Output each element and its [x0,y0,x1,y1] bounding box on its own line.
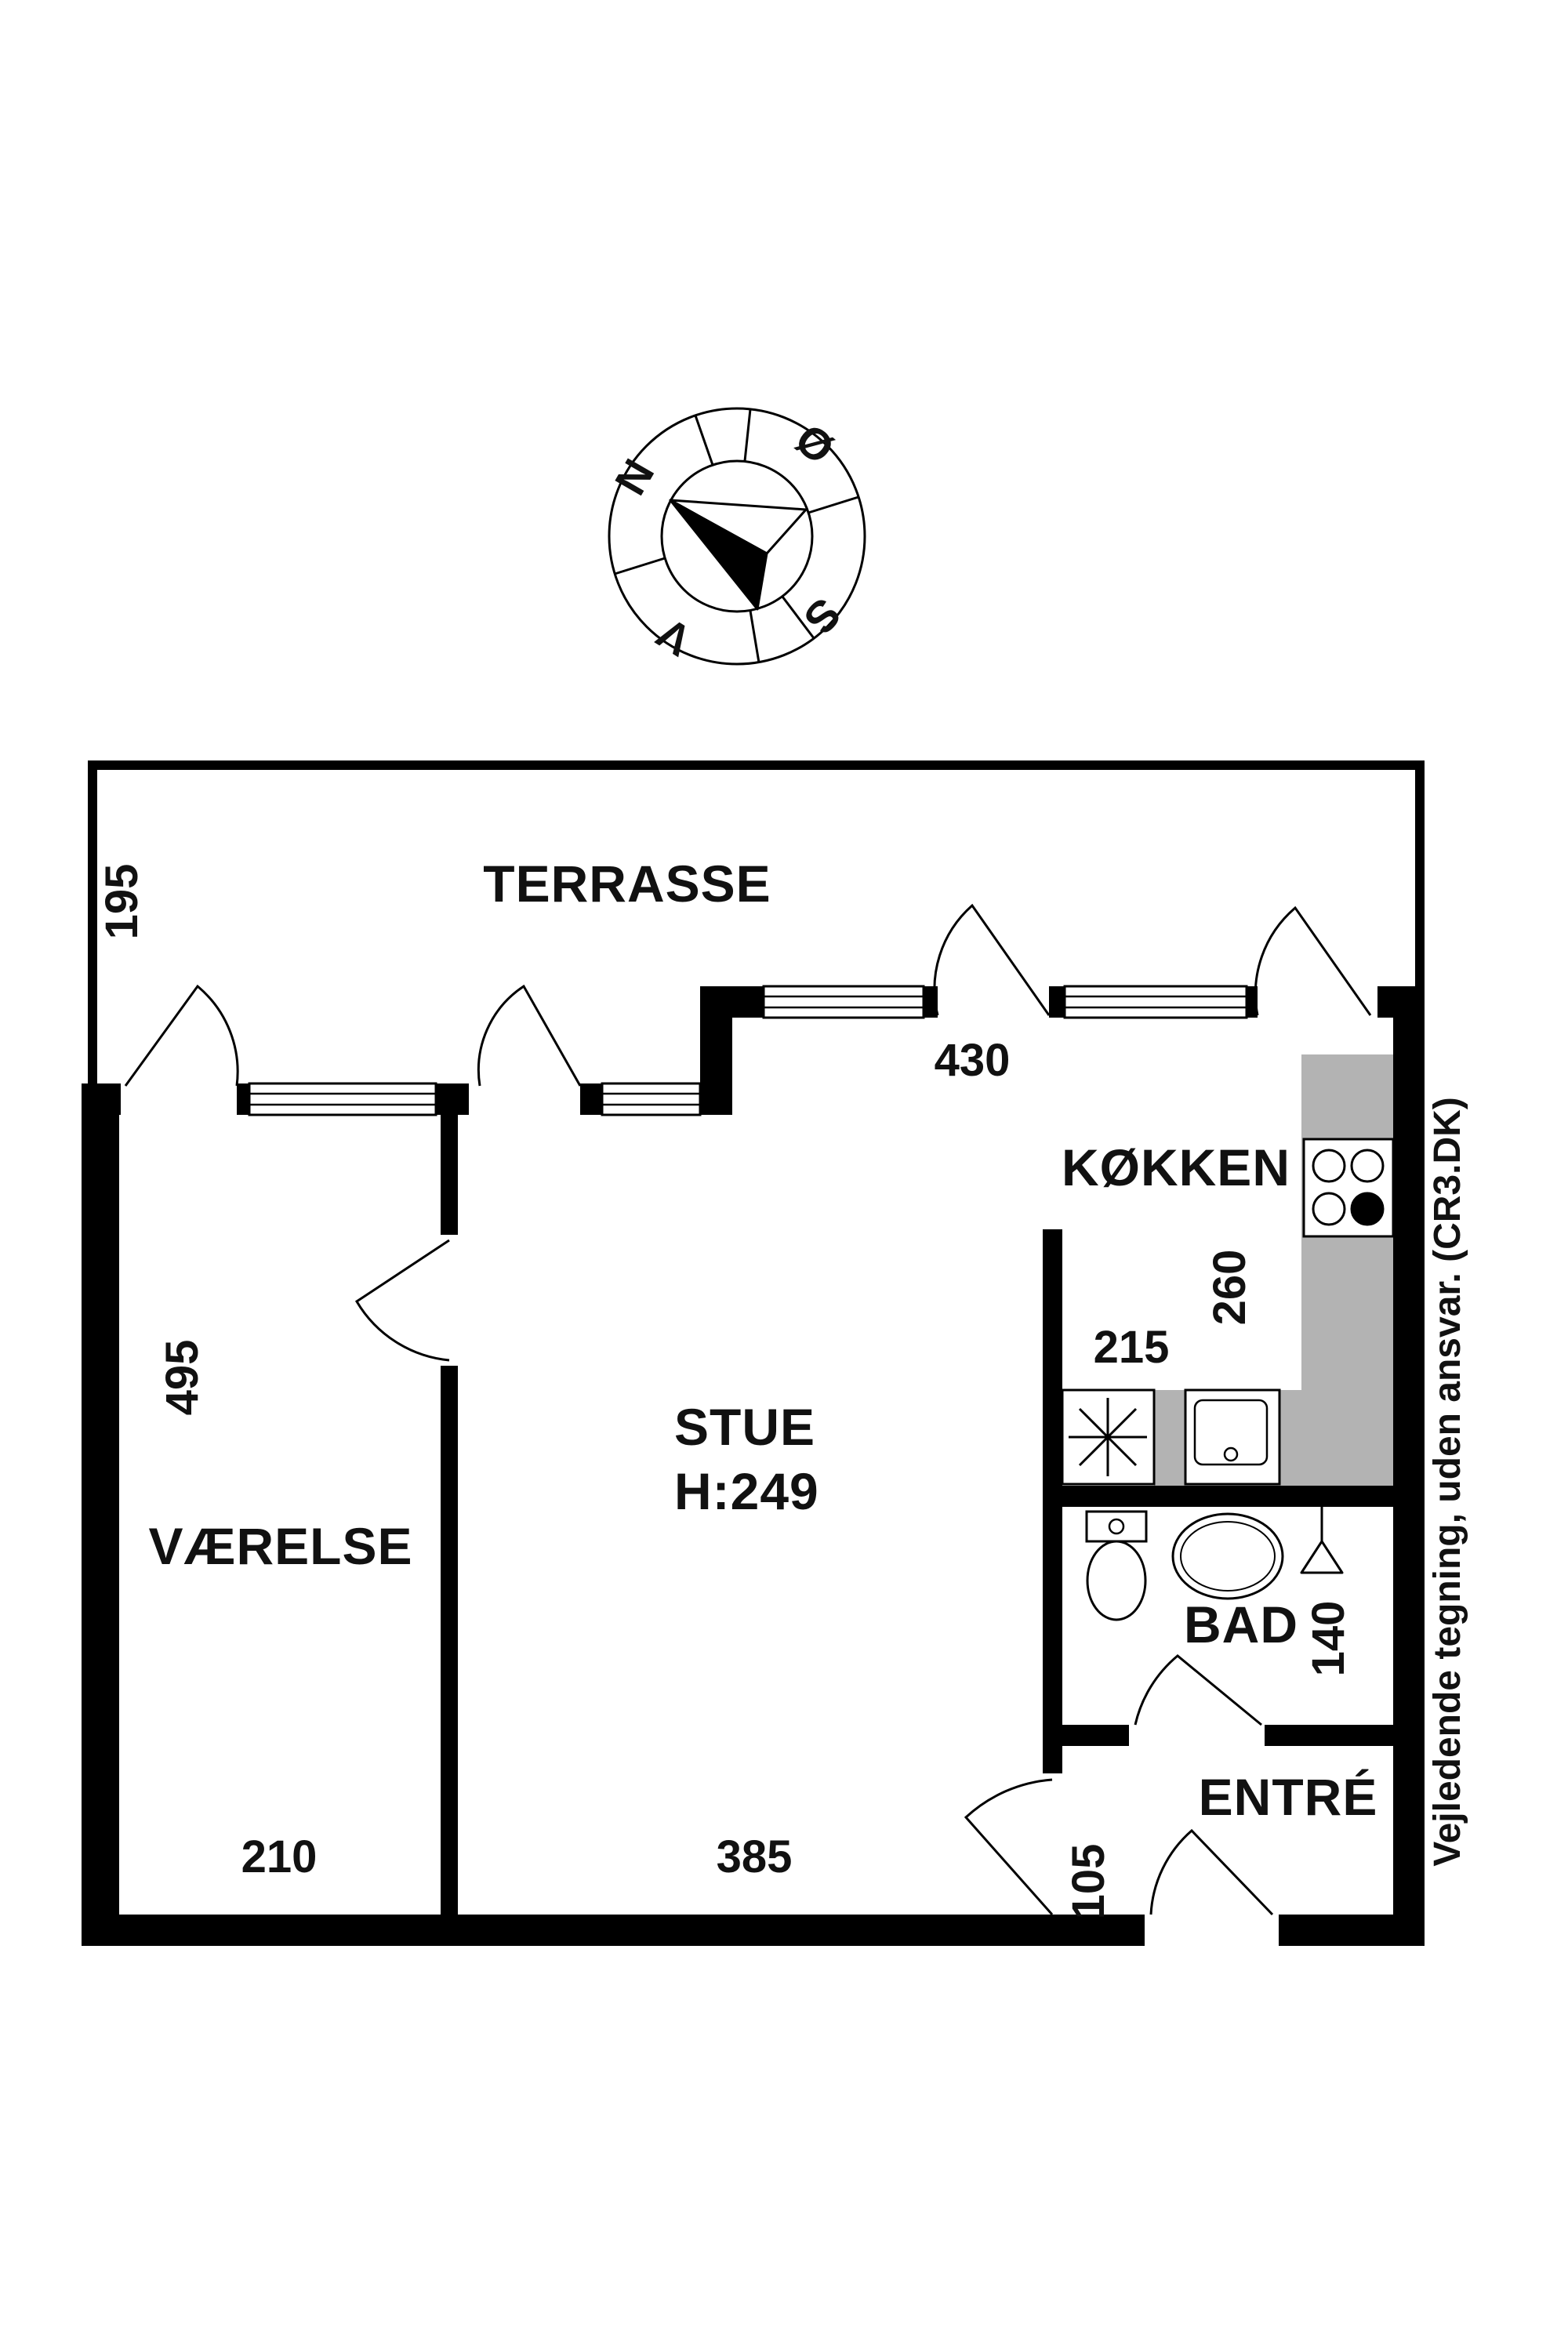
window-koekken-north [1063,985,1248,1019]
terrace-rail-top [88,760,1425,770]
entre-label: ENTRÉ [1199,1768,1378,1826]
door-terrace-stue-north [933,903,1051,1016]
window-vaerelse [248,1082,437,1116]
koekken-depth-dim: 260 [1204,1250,1255,1326]
partition-stue-koekken-bad [964,1229,1062,1915]
partition-bad-entre [1043,1654,1393,1746]
stue-label: STUE [674,1398,815,1456]
bad-label: BAD [1184,1595,1298,1653]
toilet-icon [1085,1510,1148,1621]
wall-outer-left [82,1083,119,1946]
door-bad [1134,1654,1262,1726]
stue-ceiling-height: H:249 [674,1462,819,1520]
terrace-rail-left [88,760,97,1086]
entre-door-dim: 105 [1063,1844,1114,1920]
shower-icon [1300,1507,1344,1574]
partition-koekken-bad [1043,1486,1393,1507]
terrasse-depth-dim: 195 [96,864,147,940]
facade-upper [700,903,1425,1019]
terrace-rail-right [1415,760,1425,1018]
wall-outer-right [1393,1018,1425,1946]
wall-outer-bottom-left [82,1915,1151,1946]
compass-rose: N Ø S V [605,407,866,666]
window-stue-north [762,985,925,1019]
front-door [1145,1828,1279,1946]
door-stue-entre [964,1778,1054,1915]
compass-spokes [614,408,859,663]
appliance-icon [1061,1388,1156,1486]
stue-width-dim: 385 [717,1831,793,1882]
door-terrace-stue [477,984,582,1087]
partition-vaerelse-stue [354,1115,458,1915]
compass-needle-icon [669,499,808,611]
koekken-label: KØKKEN [1062,1138,1290,1196]
bad-width-dim: 140 [1303,1601,1354,1677]
stue-window-wall-dim: 430 [935,1035,1011,1086]
stove-icon [1302,1138,1395,1238]
door-jamb-notch [1370,989,1377,1015]
facade-lower [97,984,732,1116]
koekken-width-dim: 215 [1094,1322,1170,1373]
terrasse-label: TERRASSE [483,855,771,913]
window-stue-west [601,1082,702,1116]
door-vaerelse [354,1239,450,1362]
door-terrace-vaerelse [124,984,239,1087]
vaerelse-width-dim: 210 [241,1831,318,1882]
door-entre-front [1149,1828,1274,1916]
door-terrace-koekken [1254,906,1372,1016]
kitchen-sink-icon [1184,1388,1281,1486]
vaerelse-length-dim: 495 [157,1340,208,1416]
washbasin-icon [1171,1512,1284,1600]
attribution-text: Vejledende tegning, uden ansvar. (CR3.DK… [1427,1097,1468,1867]
vaerelse-label: VÆRELSE [148,1517,412,1575]
